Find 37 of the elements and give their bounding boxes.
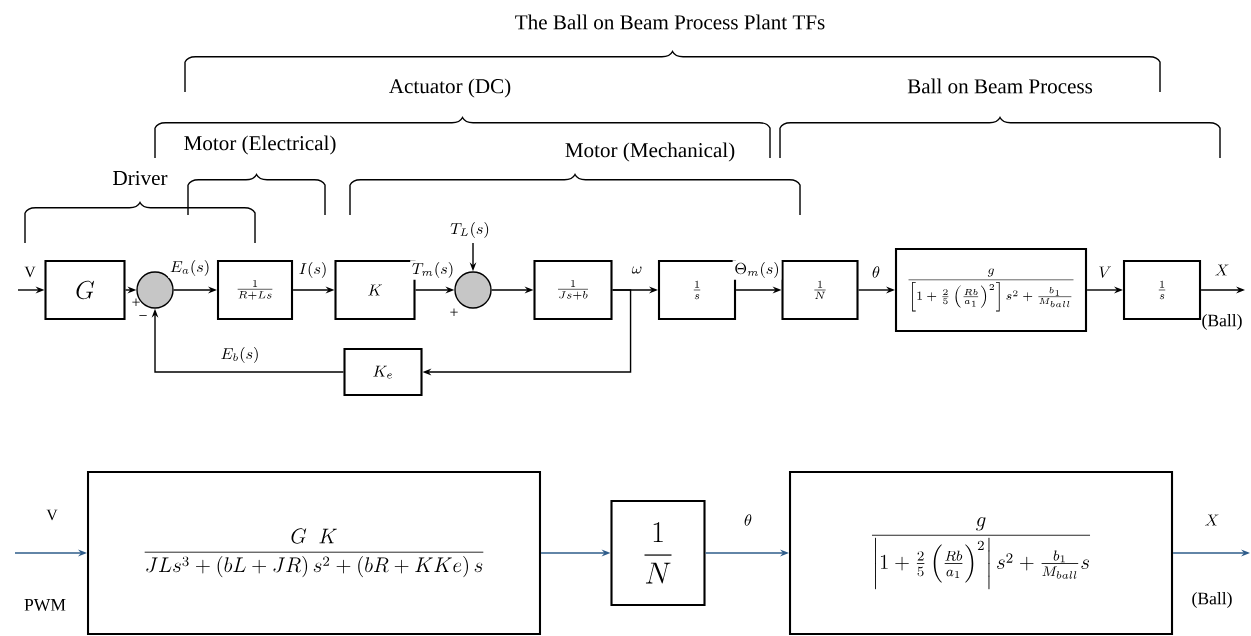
sign: +	[132, 298, 140, 306]
edge-label: $\omega$	[629, 264, 645, 276]
edge-label: $E_b(s)$	[218, 345, 262, 365]
sign: +	[450, 308, 458, 316]
edge-label: $\mathrm{V}$	[22, 264, 38, 280]
group-label: Motor (Mechanical)	[565, 142, 735, 162]
edge-label: $V$	[1096, 264, 1114, 280]
edge-label: $\theta$	[870, 264, 882, 280]
input-label: PWM	[24, 599, 66, 611]
block-box: $K_e$	[343, 347, 423, 397]
edge-label: $X$	[1212, 262, 1232, 278]
edge-label: $\theta$	[742, 512, 754, 528]
edge-label: $E_a(s)$	[168, 258, 212, 278]
edge-label: $T_m(s)$	[410, 260, 456, 280]
block-box: $\frac{1}{N}$	[781, 259, 859, 321]
edge-label: $\Theta_m(s)$	[732, 260, 782, 280]
block-box: $G$	[44, 259, 126, 321]
block-box: $\frac{1}{s}$	[1122, 259, 1202, 321]
group-label: Motor (Electrical)	[184, 135, 336, 155]
block-box: $\frac{1}{R+Ls}$	[216, 259, 294, 321]
edge-label: $I(s)$	[296, 260, 330, 280]
edge-label: $\mathrm{V}$	[44, 507, 60, 523]
summing-junction	[454, 271, 492, 309]
output-label: (Ball)	[1192, 592, 1232, 608]
edge-label: $X$	[1202, 512, 1222, 528]
group-label: Actuator (DC)	[389, 78, 511, 98]
block-box: $\frac{G\;\;K}{JLs^3+\left(bL+JR\right)s^2+\left(bR+KKe\right)s}$	[86, 470, 542, 636]
block-box: $\frac{1}{N}$	[610, 499, 706, 607]
group-label: Driver	[113, 170, 168, 186]
output-label: (Ball)	[1202, 314, 1242, 330]
block-box: $\frac{g}{\left[1+\frac{2}{5}\left(\frac{Rb}{a_1}\right)^2\right]s^2+\frac{b_1}{M_{ball}}}$	[894, 247, 1088, 333]
edge-label: $T_L(s)$	[448, 220, 492, 240]
block-box: $\frac{g}{\left|1+\frac{2}{5}\left(\frac{Rb}{a_1}\right)^2\right|s^2+\frac{b_1}{M_{ball}}s}$	[788, 470, 1174, 636]
group-label: The Ball on Beam Process Plant TFs	[515, 14, 825, 30]
sign: −	[139, 315, 147, 316]
group-label: Ball on Beam Process	[907, 78, 1093, 94]
block-box: $\frac{1}{Js+b}$	[533, 259, 613, 321]
